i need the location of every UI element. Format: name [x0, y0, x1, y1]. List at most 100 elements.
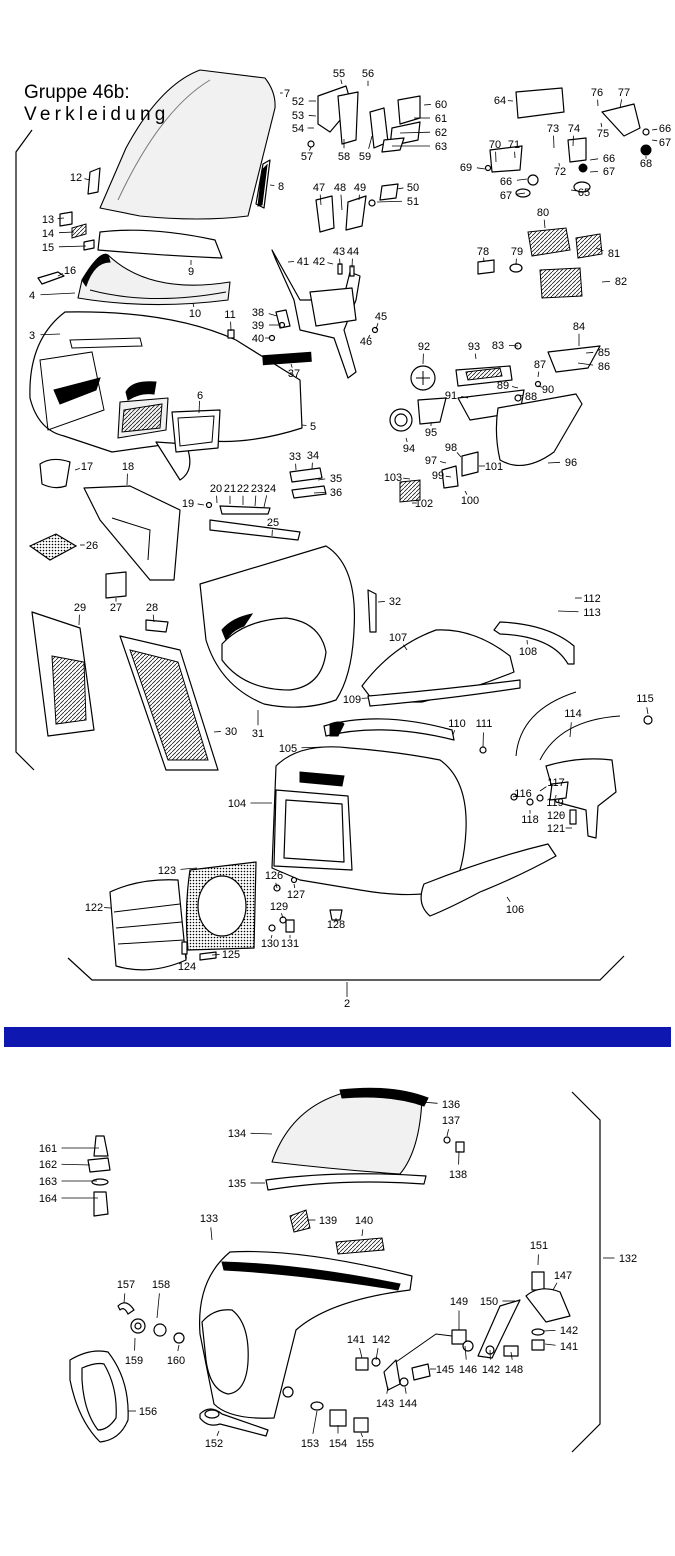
- callout-c64: 64: [494, 95, 506, 107]
- callout-c4: 4: [29, 290, 35, 302]
- callout-c146: 146: [459, 1364, 477, 1376]
- callout-c46: 46: [360, 336, 372, 348]
- fairing-133: [198, 1250, 413, 1419]
- windshield-7: [99, 69, 276, 220]
- leader-line-c106: [506, 896, 511, 903]
- leader-line-c16: [57, 273, 63, 277]
- callout-c54: 54: [292, 123, 304, 135]
- leader-line-c32: [377, 601, 385, 603]
- callout-c132: 132: [619, 1253, 637, 1265]
- callout-c29: 29: [74, 602, 86, 614]
- leader-line-c142a: [542, 1329, 556, 1332]
- page-title-section: Verkleidung: [24, 104, 170, 125]
- callout-c10: 10: [189, 308, 201, 320]
- screws-115-121: [510, 781, 577, 825]
- leader-line-c91: [461, 395, 469, 399]
- leader-line-c146: [464, 1345, 467, 1360]
- leader-line-c66a: [651, 128, 658, 131]
- fairing-lower-104: [271, 746, 467, 896]
- callout-c13: 13: [42, 214, 54, 226]
- dash-group-83-103: [389, 342, 601, 503]
- leader-line-c30: [213, 731, 221, 733]
- callout-c137: 137: [442, 1115, 460, 1127]
- callout-c44: 44: [347, 246, 359, 258]
- callout-c67c: 67: [500, 190, 512, 202]
- callout-c107: 107: [389, 632, 407, 644]
- callout-c93: 93: [468, 341, 480, 353]
- leader-line-c105: [301, 746, 326, 749]
- callout-c5: 5: [310, 421, 316, 433]
- leader-line-c94: [405, 437, 408, 443]
- badge-37: [262, 351, 312, 366]
- callout-c67a: 67: [659, 137, 671, 149]
- callout-c141b: 141: [560, 1341, 578, 1353]
- callout-c131: 131: [281, 938, 299, 950]
- leader-line-c75: [600, 122, 603, 128]
- callout-c82: 82: [615, 276, 627, 288]
- leader-line-c134: [250, 1132, 273, 1135]
- leader-line-c59: [368, 135, 373, 149]
- callout-c42: 42: [313, 256, 325, 268]
- leader-line-c38: [268, 313, 278, 317]
- callout-c99: 99: [432, 470, 444, 482]
- leader-line-c98: [456, 452, 462, 458]
- callout-c145: 145: [436, 1364, 454, 1376]
- leader-line-c148: [510, 1351, 513, 1360]
- leader-line-c19: [197, 503, 205, 506]
- callout-c66c: 66: [500, 176, 512, 188]
- callout-c34: 34: [307, 450, 319, 462]
- trim-135: [265, 1173, 427, 1191]
- grille-parts-78-82: [477, 227, 603, 299]
- callout-c66b: 66: [603, 153, 615, 165]
- leader-line-c62: [399, 131, 431, 134]
- callout-c11: 11: [224, 309, 235, 321]
- callout-c67b: 67: [603, 166, 615, 178]
- callout-c75: 75: [597, 128, 609, 140]
- leader-line-c87: [537, 371, 540, 378]
- callout-c115: 115: [636, 693, 654, 705]
- callout-c152: 152: [205, 1438, 223, 1450]
- callout-c39: 39: [252, 320, 264, 332]
- leader-line-c67a: [651, 139, 658, 142]
- leader-line-c152: [216, 1430, 220, 1436]
- upper-panel-9: [97, 229, 223, 259]
- small-parts-12-16: [37, 167, 101, 285]
- leader-line-c125: [211, 954, 220, 956]
- callout-c108: 108: [519, 646, 537, 658]
- bracket-group-52-59: [307, 85, 421, 153]
- callout-c77: 77: [618, 87, 630, 99]
- page-title-group: Gruppe 46b:: [24, 82, 130, 103]
- leader-line-c113: [557, 610, 579, 613]
- leader-line-c66c: [516, 178, 528, 181]
- callout-c57: 57: [301, 151, 313, 163]
- callout-c84: 84: [573, 321, 585, 333]
- leader-line-c23: [254, 495, 257, 507]
- leader-line-c136: [409, 1100, 438, 1104]
- callout-c130: 130: [261, 938, 279, 950]
- callout-c80: 80: [537, 207, 549, 219]
- callout-c72: 72: [554, 166, 566, 178]
- callout-c154: 154: [329, 1438, 347, 1450]
- callout-c65: 65: [578, 187, 590, 199]
- leader-line-c153: [312, 1410, 318, 1434]
- strip-32: [367, 589, 377, 633]
- leader-line-c96: [547, 461, 561, 464]
- callout-c9: 9: [188, 266, 194, 278]
- headlight-frame-123: [185, 861, 257, 951]
- callout-c36: 36: [330, 487, 342, 499]
- callout-c100: 100: [461, 495, 479, 507]
- leader-line-c116: [512, 795, 518, 798]
- callout-c134: 134: [228, 1128, 246, 1140]
- headlight-lens-122: [109, 879, 187, 971]
- lower-side-panel-31: [199, 545, 356, 708]
- callout-c18: 18: [122, 461, 134, 473]
- seal-strip-10: [77, 253, 231, 306]
- callout-c142a: 142: [560, 1325, 578, 1337]
- leader-line-c67b: [589, 171, 599, 173]
- lower-trim-106: [420, 843, 557, 917]
- leader-line-c127: [293, 883, 296, 889]
- callout-c155: 155: [356, 1438, 374, 1450]
- clips-47-51: [315, 183, 399, 233]
- callout-c63: 63: [435, 141, 447, 153]
